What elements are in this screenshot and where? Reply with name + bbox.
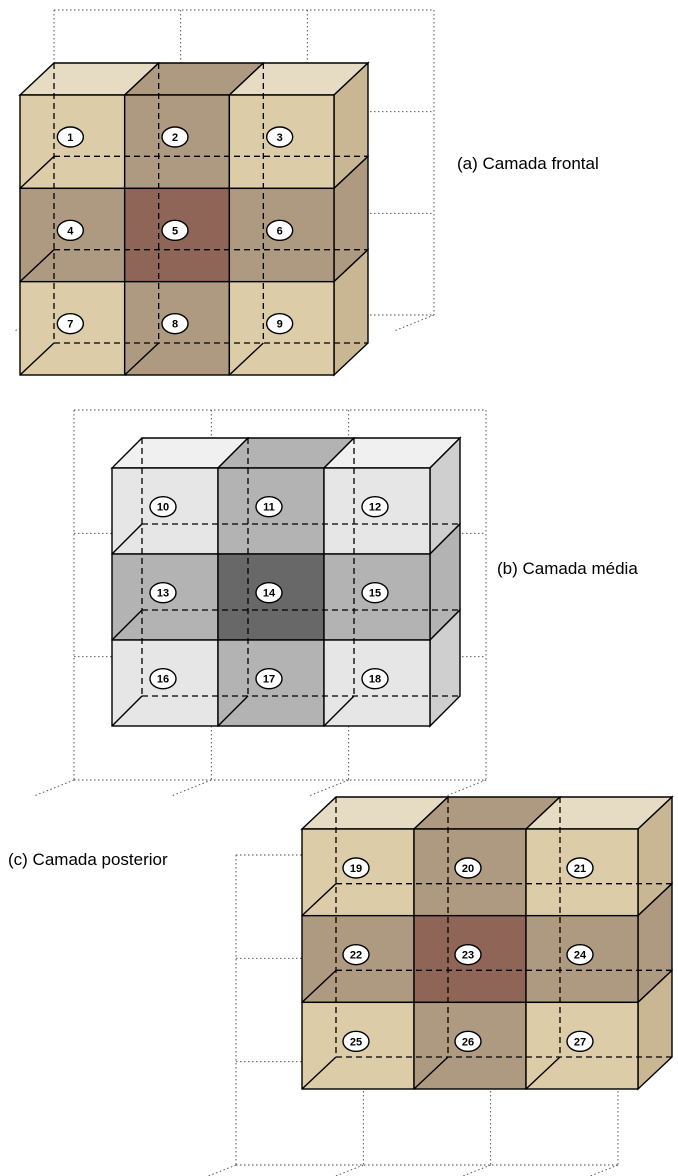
- cell-number-text: 26: [462, 1036, 474, 1048]
- cell-number-text: 9: [277, 319, 283, 331]
- cell-number-text: 6: [277, 225, 283, 237]
- cell-number-9: 9: [265, 312, 294, 335]
- cell-number-text: 5: [172, 225, 178, 237]
- cell-number-text: 2: [172, 132, 178, 144]
- back-layer: 19 20 21 22 23 24 25 26 27: [207, 795, 674, 1176]
- edge-line: [301, 883, 337, 917]
- cell-number-12: 12: [361, 496, 389, 518]
- cell-number-20: 20: [454, 857, 482, 879]
- cell-number-text: 25: [350, 1036, 362, 1048]
- cell-number-text: 4: [67, 225, 74, 237]
- cell-number-6: 6: [265, 219, 294, 242]
- middle-layer: 10 11 12 13 14 15 16 17 18: [33, 409, 487, 797]
- cell-number-1: 1: [56, 126, 85, 148]
- cell-number-8: 8: [161, 312, 189, 335]
- cell-number-text: 12: [369, 502, 381, 514]
- front-layer-caption: (a) Camada frontal: [457, 154, 599, 173]
- edge-line: [228, 342, 264, 376]
- middle-layer-caption: (b) Camada média: [497, 559, 638, 578]
- cell-number-text: 24: [574, 950, 587, 962]
- edge-line: [19, 342, 55, 376]
- edge-line: [301, 1056, 337, 1090]
- cell-number-22: 22: [342, 943, 370, 966]
- cell-number-13: 13: [149, 582, 177, 604]
- edge-line: [111, 523, 143, 555]
- front-layer: 1 2 3 4 5 6 7 8 9: [13, 9, 435, 377]
- cell-number-27: 27: [566, 1030, 594, 1053]
- cell-number-text: 20: [462, 863, 474, 875]
- edge-line: [217, 695, 249, 727]
- cell-number-text: 22: [350, 950, 362, 962]
- cell-number-text: 21: [574, 863, 586, 875]
- cell-number-text: 13: [157, 588, 169, 600]
- cell-number-text: 16: [157, 674, 169, 686]
- cell-number-text: 8: [172, 319, 178, 331]
- cell-number-25: 25: [342, 1030, 370, 1053]
- edge-line: [323, 695, 355, 727]
- cell-number-11: 11: [255, 496, 283, 518]
- cell-number-18: 18: [361, 668, 389, 690]
- cell-number-text: 15: [369, 588, 381, 600]
- hidden-edges: [335, 797, 672, 1058]
- cell-number-16: 16: [149, 668, 177, 690]
- cell-number-24: 24: [566, 943, 594, 966]
- cell-number-text: 11: [263, 502, 275, 514]
- edge-line: [111, 609, 143, 641]
- cell-number-2: 2: [161, 126, 189, 148]
- cell-number-text: 7: [67, 319, 73, 331]
- cell-number-7: 7: [56, 312, 85, 335]
- cell-number-text: 3: [277, 132, 283, 144]
- cell-number-10: 10: [149, 496, 177, 518]
- hidden-edges: [141, 438, 460, 697]
- edge-line: [525, 1056, 561, 1090]
- cell-number-23: 23: [454, 943, 482, 966]
- cell-number-4: 4: [56, 219, 85, 242]
- cell-number-text: 23: [462, 950, 474, 962]
- cell-number-3: 3: [265, 126, 294, 148]
- cell-number-text: 1: [67, 132, 73, 144]
- hidden-edges: [53, 63, 368, 344]
- back-layer-caption: (c) Camada posterior: [8, 850, 168, 869]
- cell-number-5: 5: [161, 219, 189, 242]
- edge-line: [19, 249, 55, 283]
- edge-line: [124, 342, 160, 376]
- cube-cell: [217, 639, 325, 727]
- cell-number-text: 10: [157, 502, 169, 514]
- cell-number-26: 26: [454, 1030, 482, 1053]
- cell-number-text: 19: [350, 863, 362, 875]
- edge-line: [19, 155, 55, 189]
- edge-line: [413, 1056, 449, 1090]
- cell-number-text: 18: [369, 674, 381, 686]
- edge-line: [301, 969, 337, 1003]
- cell-number-14: 14: [255, 582, 283, 604]
- cell-number-text: 17: [263, 674, 275, 686]
- cell-number-19: 19: [342, 857, 370, 879]
- cell-number-17: 17: [255, 668, 283, 690]
- edge-line: [111, 695, 143, 727]
- cell-number-21: 21: [566, 857, 594, 879]
- cell-number-text: 14: [263, 588, 276, 600]
- cell-number-15: 15: [361, 582, 389, 604]
- cell-number-text: 27: [574, 1036, 586, 1048]
